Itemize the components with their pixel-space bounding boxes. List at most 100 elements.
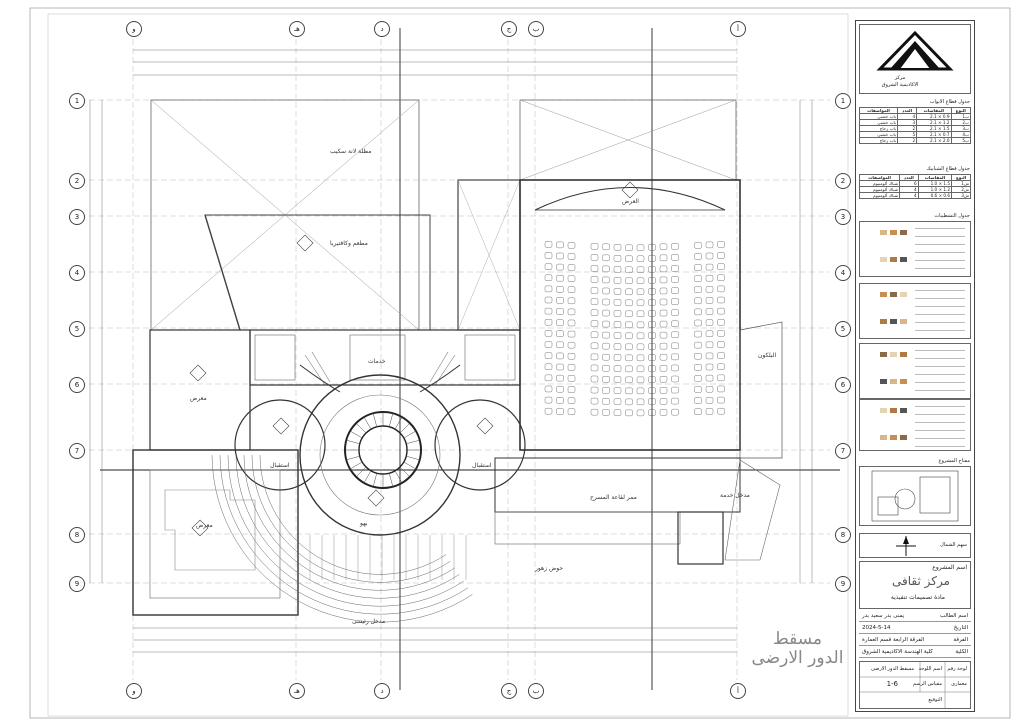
auditorium-seat	[590, 342, 599, 350]
auditorium-seat	[556, 352, 564, 360]
finishes-title: جدول التشطيبات	[934, 213, 970, 219]
finish-row-line	[915, 252, 965, 253]
room-stage-label: العرض	[622, 198, 639, 205]
auditorium-seat	[671, 364, 679, 372]
auditorium-seat	[556, 297, 564, 304]
auditorium-seat	[717, 396, 725, 404]
finish-swatch	[900, 230, 907, 235]
finish-row-line	[915, 382, 965, 383]
auditorium-seat	[613, 266, 622, 273]
auditorium-seat	[625, 321, 633, 329]
auditorium-seat	[717, 263, 725, 270]
north-arrow-box: سهم الشمال	[859, 533, 971, 558]
finish-row-line	[915, 268, 965, 269]
finish-swatch	[900, 408, 907, 413]
auditorium-seat	[602, 276, 610, 284]
finish-row-line	[915, 358, 965, 359]
auditorium-seat	[556, 308, 564, 315]
auditorium-seat	[648, 266, 656, 273]
auditorium-seat	[544, 408, 553, 415]
auditorium-seat	[717, 374, 725, 382]
auditorium-seat	[717, 408, 725, 415]
logo-icon	[876, 30, 954, 71]
auditorium-seat	[659, 409, 668, 416]
auditorium-seat	[544, 241, 553, 248]
room-balcony-label: البلكون	[758, 352, 777, 359]
info-label: اسم الطالب	[939, 613, 968, 619]
auditorium-seat	[613, 387, 622, 394]
auditorium-seat	[567, 353, 576, 360]
auditorium-seat	[602, 287, 610, 295]
auditorium-seat	[613, 255, 622, 262]
finish-row-line	[915, 390, 965, 391]
finish-swatch	[880, 379, 887, 384]
auditorium-seat	[625, 387, 633, 395]
auditorium-seat	[544, 352, 553, 359]
auditorium-seat	[694, 397, 702, 404]
room-lobby-label: بهو	[360, 520, 368, 527]
auditorium-seat	[648, 409, 656, 416]
finish-swatch	[880, 319, 887, 324]
finish-row-line	[915, 414, 965, 415]
auditorium-seat	[671, 331, 679, 338]
auditorium-seat	[671, 309, 679, 316]
auditorium-seat	[625, 266, 633, 273]
auditorium-seat	[659, 287, 668, 295]
finishes-table	[859, 343, 971, 399]
auditorium-seat	[671, 342, 679, 350]
auditorium-seat	[613, 343, 622, 350]
auditorium-seat	[671, 397, 679, 405]
auditorium-seat	[625, 365, 633, 373]
auditorium-seat	[636, 255, 645, 262]
auditorium-seat	[717, 352, 725, 359]
finish-swatch	[900, 319, 907, 324]
finish-row-line	[915, 422, 965, 423]
finish-swatch	[890, 352, 897, 357]
finish-row-line	[915, 306, 965, 307]
auditorium-seat	[567, 297, 576, 304]
auditorium-seat	[671, 320, 679, 327]
auditorium-seat	[590, 265, 599, 272]
auditorium-seat	[636, 354, 645, 362]
auditorium-seat	[636, 288, 645, 295]
auditorium-seat	[590, 287, 599, 294]
finish-row-line	[915, 366, 965, 367]
auditorium-seat	[590, 254, 599, 261]
north-label: سهم الشمال	[940, 542, 967, 548]
finish-swatch	[880, 435, 887, 440]
auditorium-seat	[556, 397, 564, 404]
room-restaurant-label: مطعم وكافتيريا	[330, 240, 368, 247]
finish-row-line	[915, 244, 965, 245]
auditorium-seat	[544, 296, 553, 304]
auditorium-seat	[636, 398, 645, 406]
auditorium-seat	[544, 396, 553, 404]
auditorium-seat	[694, 253, 702, 260]
auditorium-seat	[602, 376, 610, 383]
auditorium-seat	[544, 385, 553, 393]
finish-swatch	[890, 319, 897, 324]
grid-col-3-bottom: د	[374, 683, 390, 699]
auditorium-seat	[648, 354, 656, 361]
grid-row-9-left: 9	[69, 576, 85, 592]
room-garden-label: حوض زهور	[535, 565, 564, 572]
auditorium-seat	[625, 354, 633, 362]
logo-box: مركز الأكاديمية الشروق	[859, 24, 971, 94]
auditorium-seat	[625, 299, 633, 306]
auditorium-seat	[602, 387, 610, 394]
auditorium-seat	[694, 341, 702, 349]
finish-swatch	[900, 379, 907, 384]
auditorium-seat	[717, 296, 725, 304]
plan-title-line2: الدور الارضى	[751, 648, 844, 668]
table-cell: 2.0 × 2.1	[916, 137, 952, 144]
auditorium-seat	[636, 343, 645, 351]
auditorium-seat	[694, 319, 702, 327]
auditorium-seat	[625, 343, 633, 351]
title-block: مركز الأكاديمية الشروق جدول قطاع الابواب…	[855, 20, 975, 712]
auditorium-seat	[556, 341, 564, 349]
auditorium-seat	[567, 242, 576, 249]
grid-row-4-left: 4	[69, 265, 85, 281]
auditorium-seat	[590, 397, 599, 405]
